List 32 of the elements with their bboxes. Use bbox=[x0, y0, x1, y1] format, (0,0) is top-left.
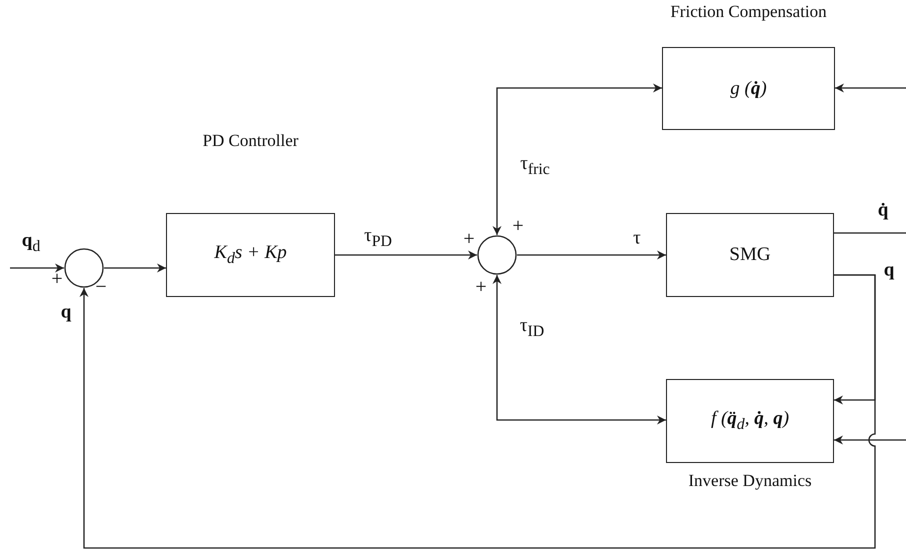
block-label: g (q̇) bbox=[730, 78, 767, 100]
signal-label: q bbox=[60, 302, 72, 322]
sign-label: + bbox=[463, 229, 475, 249]
block-caption: Inverse Dynamics bbox=[688, 471, 812, 491]
signal-label: q̇ bbox=[878, 200, 888, 220]
block-caption: PD Controller bbox=[202, 131, 298, 151]
signal-arrow bbox=[517, 250, 666, 260]
signal-label: q bbox=[884, 260, 894, 280]
block-caption: Friction Compensation bbox=[670, 2, 827, 22]
signal-label: τ$_{PD}$ bbox=[364, 226, 392, 250]
block-label: f (q̈$_{d}$, q̇, q) bbox=[710, 408, 790, 434]
signal-arrow bbox=[104, 264, 166, 272]
signal-arrow bbox=[335, 250, 477, 260]
signal-label: τ bbox=[633, 228, 641, 248]
summing-junction bbox=[477, 235, 517, 275]
block-label: SMG bbox=[729, 244, 771, 266]
sign-label: − bbox=[95, 277, 107, 297]
signal-label: τ$_{fric}$ bbox=[520, 154, 550, 178]
sign-label: + bbox=[512, 216, 524, 236]
sign-label: + bbox=[475, 277, 487, 297]
signal-arrow bbox=[80, 274, 876, 549]
signal-arrow bbox=[492, 84, 662, 235]
signal-arrow bbox=[835, 84, 906, 92]
block-label: K$_{d}$s + Kp bbox=[214, 242, 287, 268]
signal-label: q$_{d}$ bbox=[22, 231, 40, 255]
signal-line bbox=[834, 232, 906, 234]
sign-label: + bbox=[51, 269, 63, 289]
signal-label: τ$_{ID}$ bbox=[520, 316, 544, 340]
signal-arrow bbox=[492, 275, 666, 424]
summing-junction bbox=[64, 248, 104, 288]
signal-arrow bbox=[10, 264, 64, 272]
signal-arrow bbox=[834, 436, 906, 444]
